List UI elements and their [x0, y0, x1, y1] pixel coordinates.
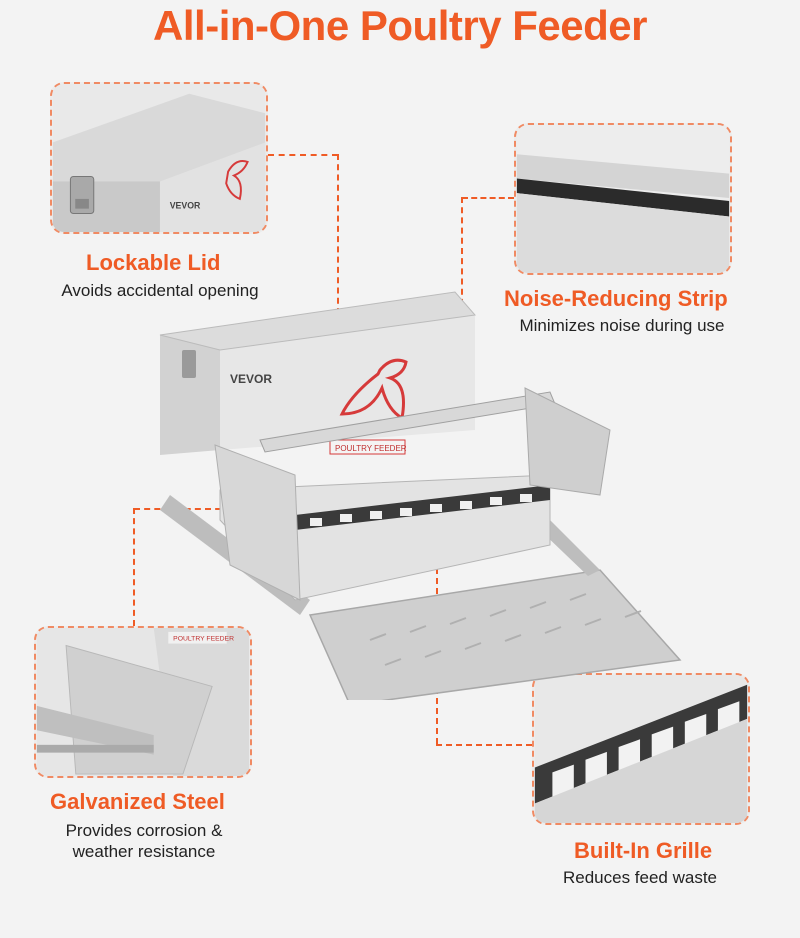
strip-connector-h: [462, 197, 514, 199]
inset-noise-strip: [514, 123, 732, 275]
noise-strip-desc-line: Minimizes noise during use: [519, 316, 725, 335]
grille-connector-h: [436, 744, 532, 746]
noise-strip-title: Noise-Reducing Strip: [504, 286, 728, 311]
lockable-lid-title: Lockable Lid: [86, 250, 221, 275]
steel-plate-text: POULTRY FEEDER: [173, 636, 234, 643]
noise-strip-desc: Minimizes noise during use: [494, 315, 750, 336]
lockable-lid-desc-line: Avoids accidental opening: [61, 281, 259, 300]
lockable-lid-desc: Avoids accidental opening: [40, 280, 280, 301]
page-title: All-in-One Poultry Feeder: [153, 2, 647, 49]
steel-connector-v: [133, 508, 135, 626]
inset-built-in-grille: [532, 673, 750, 825]
galvanized-steel-desc-line-1: Provides corrosion &: [65, 821, 223, 840]
galvanized-steel-desc-line-2: weather resistance: [72, 842, 216, 861]
lid-brand-text: VEVOR: [170, 201, 201, 211]
galvanized-steel-desc: Provides corrosion & weather resistance: [24, 820, 264, 862]
inset-galvanized-steel: POULTRY FEEDER: [34, 626, 252, 778]
main-plate-text: POULTRY FEEDER: [335, 444, 407, 453]
grille-closeup-image: [534, 675, 748, 823]
lid-closeup-image: VEVOR: [52, 84, 266, 232]
built-in-grille-desc-line: Reduces feed waste: [562, 868, 718, 887]
lid-connector-v: [337, 154, 339, 314]
main-brand-text: VEVOR: [230, 372, 272, 386]
galvanized-steel-title: Galvanized Steel: [50, 789, 225, 814]
lid-connector-h: [268, 154, 338, 156]
poultry-feeder-illustration: VEVOR POULTRY FEEDER: [159, 291, 682, 700]
built-in-grille-desc: Reduces feed waste: [520, 867, 760, 888]
built-in-grille-title: Built-In Grille: [574, 838, 713, 863]
strip-closeup-image: [516, 125, 730, 273]
steel-closeup-image: POULTRY FEEDER: [36, 628, 250, 776]
steel-connector-h: [134, 508, 282, 510]
inset-lockable-lid: VEVOR: [50, 82, 268, 234]
